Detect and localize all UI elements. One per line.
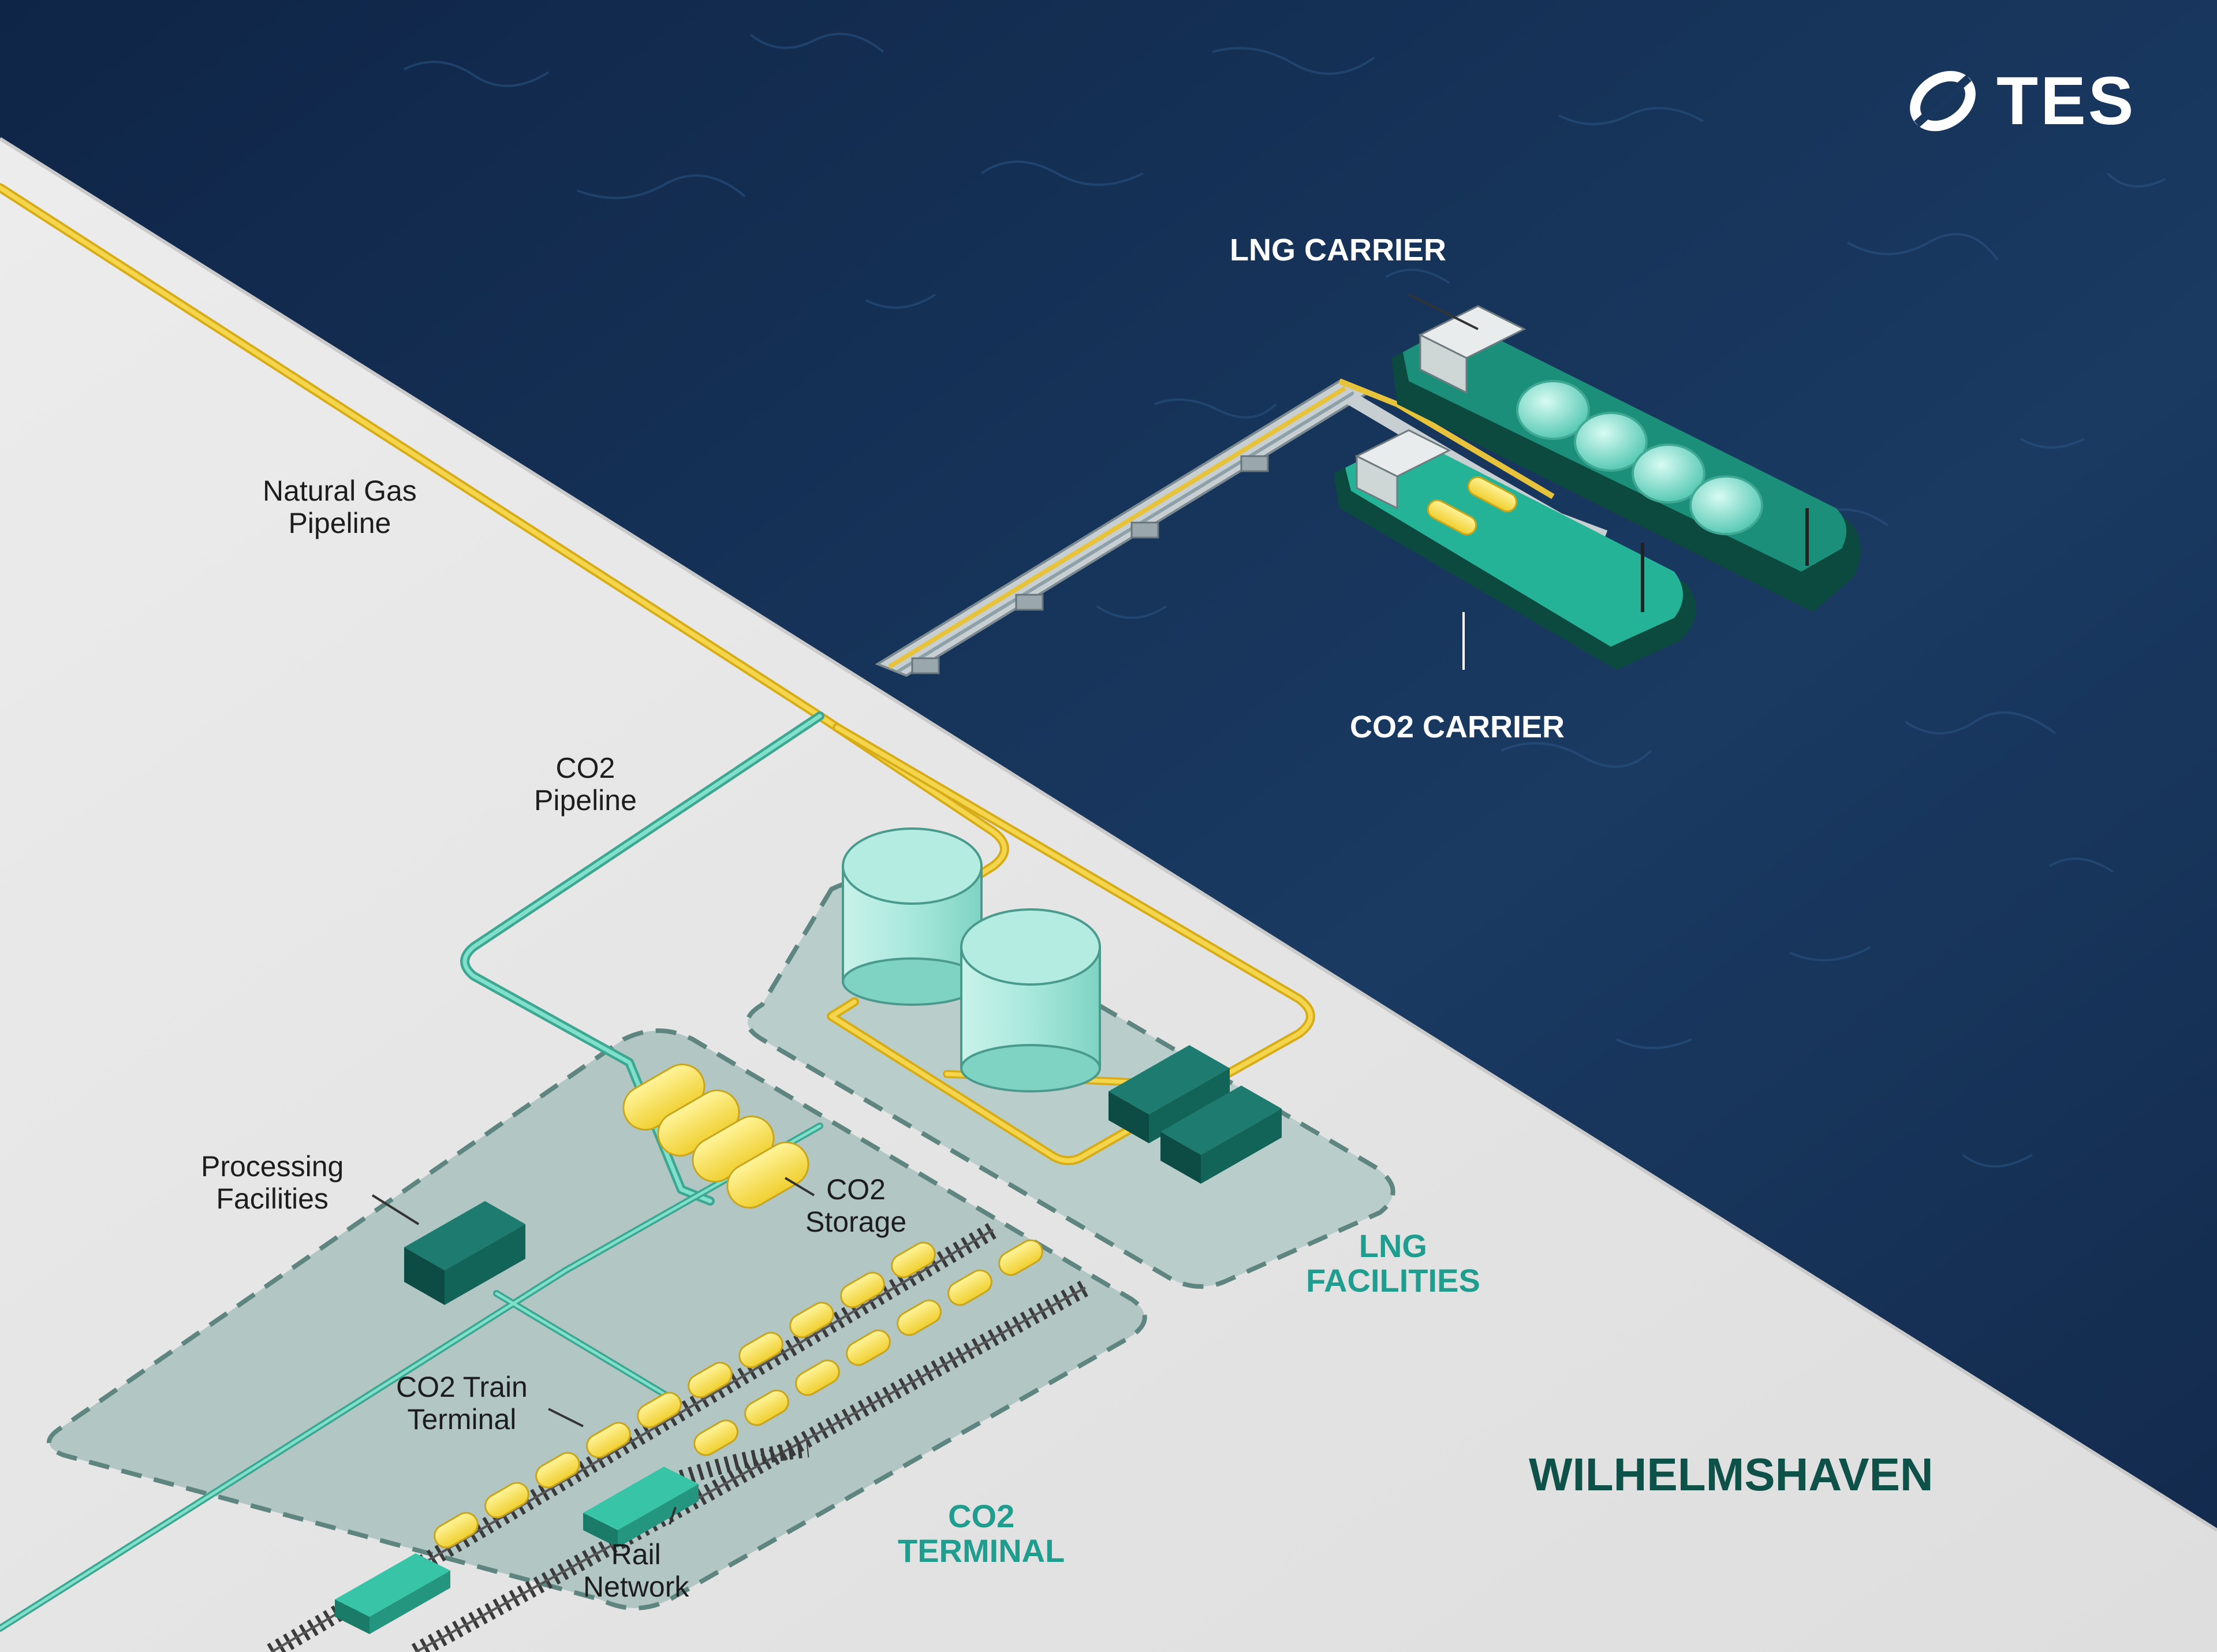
rail-network-label: Rail Network: [583, 1538, 689, 1603]
lng-tank: [961, 909, 1100, 1091]
lng-facilities-label: LNG FACILITIES: [1306, 1229, 1480, 1298]
city-label: WILHELMSHAVEN: [1529, 1448, 1934, 1501]
lng-carrier-label: LNG CARRIER: [1230, 232, 1446, 268]
tes-logo: TES: [1905, 64, 2136, 139]
co2-train-terminal-label: CO2 Train Terminal: [396, 1371, 528, 1435]
co2-carrier-label: CO2 CARRIER: [1350, 709, 1565, 745]
co2-pipeline-label: CO2 Pipeline: [534, 752, 637, 816]
natural-gas-pipeline-label: Natural Gas Pipeline: [263, 475, 417, 539]
processing-facilities-label: Processing Facilities: [201, 1150, 344, 1215]
co2-storage-label: CO2 Storage: [805, 1173, 906, 1238]
tes-logo-icon: [1905, 69, 1980, 133]
logo-text: TES: [1996, 62, 2136, 140]
co2-terminal-label: CO2 TERMINAL: [898, 1499, 1065, 1568]
